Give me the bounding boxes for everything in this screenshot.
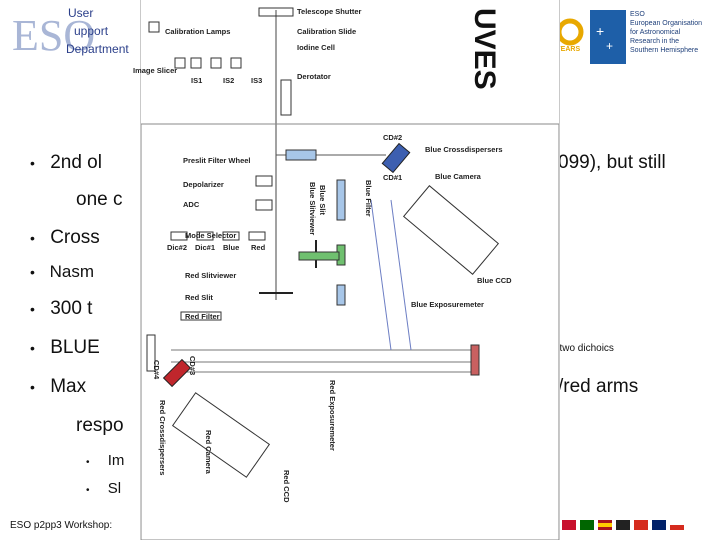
flag-icon (598, 520, 612, 530)
sub-bullet-1: • Im (86, 452, 124, 469)
sub-bullet-text: Sl (107, 480, 122, 497)
bullet-6-right: /red arms (558, 376, 639, 397)
bullet-marker: • (30, 230, 35, 246)
uso-user-text: User (68, 6, 94, 20)
label-adc: ADC (183, 200, 200, 209)
label-cd4: CD#4 (152, 360, 161, 380)
uves-optics-drawing (141, 7, 559, 540)
sub-bullet-marker: • (86, 457, 90, 468)
svg-text:+: + (606, 39, 613, 53)
bullet-1: • 2nd ol (30, 152, 102, 174)
label-blue: Blue (223, 243, 240, 252)
label-is1: IS1 (191, 76, 203, 85)
bullet-1-right: 099), but still (558, 152, 666, 173)
anniversary-ring-icon (556, 18, 584, 46)
label-blue-exposuremeter: Blue Exposuremeter (411, 300, 484, 309)
label-calibration-lamps: Calibration Lamps (165, 27, 231, 36)
uso-support-text: upport (74, 24, 109, 38)
label-red-filter: Red Filter (185, 312, 220, 321)
label-cd2: CD#2 (383, 133, 403, 142)
label-cd3: CD#3 (188, 356, 197, 376)
eso-line4: Southern Hemisphere (630, 47, 699, 54)
sub-bullet-marker: • (86, 485, 90, 496)
flag-icon (634, 520, 648, 530)
label-blue-slit: Blue Slit (318, 185, 327, 216)
label-red-crossdispersers: Red Crossdispersers (158, 400, 167, 476)
eso-org-text: ESO European Organisation for Astronomic… (630, 10, 702, 55)
bullet-marker: • (30, 264, 35, 280)
eso-abbr: ESO (630, 11, 645, 18)
flag-icon (652, 520, 666, 530)
label-red-camera: Red Camera (204, 430, 213, 474)
label-is3: IS3 (251, 76, 263, 85)
bullet-marker: • (30, 301, 35, 317)
bullet-marker: • (30, 155, 35, 171)
label-red-slitviewer: Red Slitviewer (185, 271, 237, 280)
anniversary-badge: YEARS (556, 8, 588, 64)
flag-icon (580, 520, 594, 530)
uso-logo-graphic: ESO (12, 11, 95, 60)
label-blue-camera: Blue Camera (435, 172, 481, 181)
sub-bullet-text: Im (107, 452, 125, 469)
label-calibration-slide: Calibration Slide (297, 27, 357, 36)
bullet-text: Max (50, 376, 87, 397)
label-red-exposuremeter: Red Exposuremeter (328, 380, 337, 451)
label-dic1: Dic#1 (195, 243, 216, 252)
uves-title: UVES (468, 8, 501, 90)
flag-icon (616, 520, 630, 530)
label-depolarizer: Depolarizer (183, 180, 224, 189)
label-is2: IS2 (223, 76, 235, 85)
label-mode-selector: Mode Selector (185, 231, 237, 240)
eso-line3: Research in the (630, 38, 680, 45)
label-blue-ccd: Blue CCD (477, 276, 512, 285)
bullet-6: • Max (30, 376, 86, 398)
bullet-2: • Cross (30, 227, 100, 249)
bullet-4: • 300 t (30, 298, 92, 320)
bullet-1-continuation: one c (76, 189, 123, 210)
bullet-3: • Nasm (30, 262, 94, 282)
bullet-5-right: e of two dichoics (540, 343, 614, 354)
label-blue-filter: Blue Filter (364, 180, 373, 217)
uves-diagram: UVES Telescope Shutter Calibration Lamps… (133, 0, 560, 540)
bullet-text: Cross (50, 227, 100, 248)
uso-logo: ESO User upport Department (10, 4, 132, 60)
bullet-marker: • (30, 379, 35, 395)
flag-icon (562, 520, 576, 530)
label-red-slit: Red Slit (185, 293, 213, 302)
label-telescope-shutter: Telescope Shutter (297, 7, 362, 16)
sub-bullet-2: • Sl (86, 480, 121, 497)
eso-star-icon: + + (596, 23, 613, 53)
uso-department-text: Department (66, 42, 129, 56)
label-cd1: CD#1 (383, 173, 403, 182)
eso-emblem: + + (590, 10, 626, 64)
bullet-text: 2nd ol (50, 152, 102, 173)
eso-line1: European Organisation (630, 20, 702, 27)
label-red: Red (251, 243, 266, 252)
bullet-text: Nasm (49, 262, 95, 281)
eso-line2: for Astronomical (630, 29, 681, 36)
uso-logo-letters: ESO (12, 11, 95, 60)
flags-row (558, 520, 718, 532)
svg-text:+: + (596, 23, 604, 39)
label-red-ccd: Red CCD (282, 470, 291, 503)
bullet-text: BLUE (50, 337, 100, 358)
label-blue-slitviewer: Blue Slitviewer (308, 182, 317, 236)
footer-text: ESO p2pp3 Workshop: (10, 520, 113, 531)
flag-icon (670, 520, 684, 530)
label-preslit-filter-wheel: Preslit Filter Wheel (183, 156, 251, 165)
anniversary-text: YEARS (556, 46, 581, 53)
bullet-marker: • (30, 340, 35, 356)
bullet-text: 300 t (50, 298, 93, 319)
label-blue-crossdispersers: Blue Crossdispersers (425, 145, 503, 154)
label-derotator: Derotator (297, 72, 331, 81)
label-dic2: Dic#2 (167, 243, 188, 252)
label-image-slicer: Image Slicer (133, 66, 178, 75)
bullet-5: • BLUE (30, 337, 100, 359)
bullet-6-continuation: respo (76, 415, 124, 436)
label-iodine-cell: Iodine Cell (297, 43, 335, 52)
